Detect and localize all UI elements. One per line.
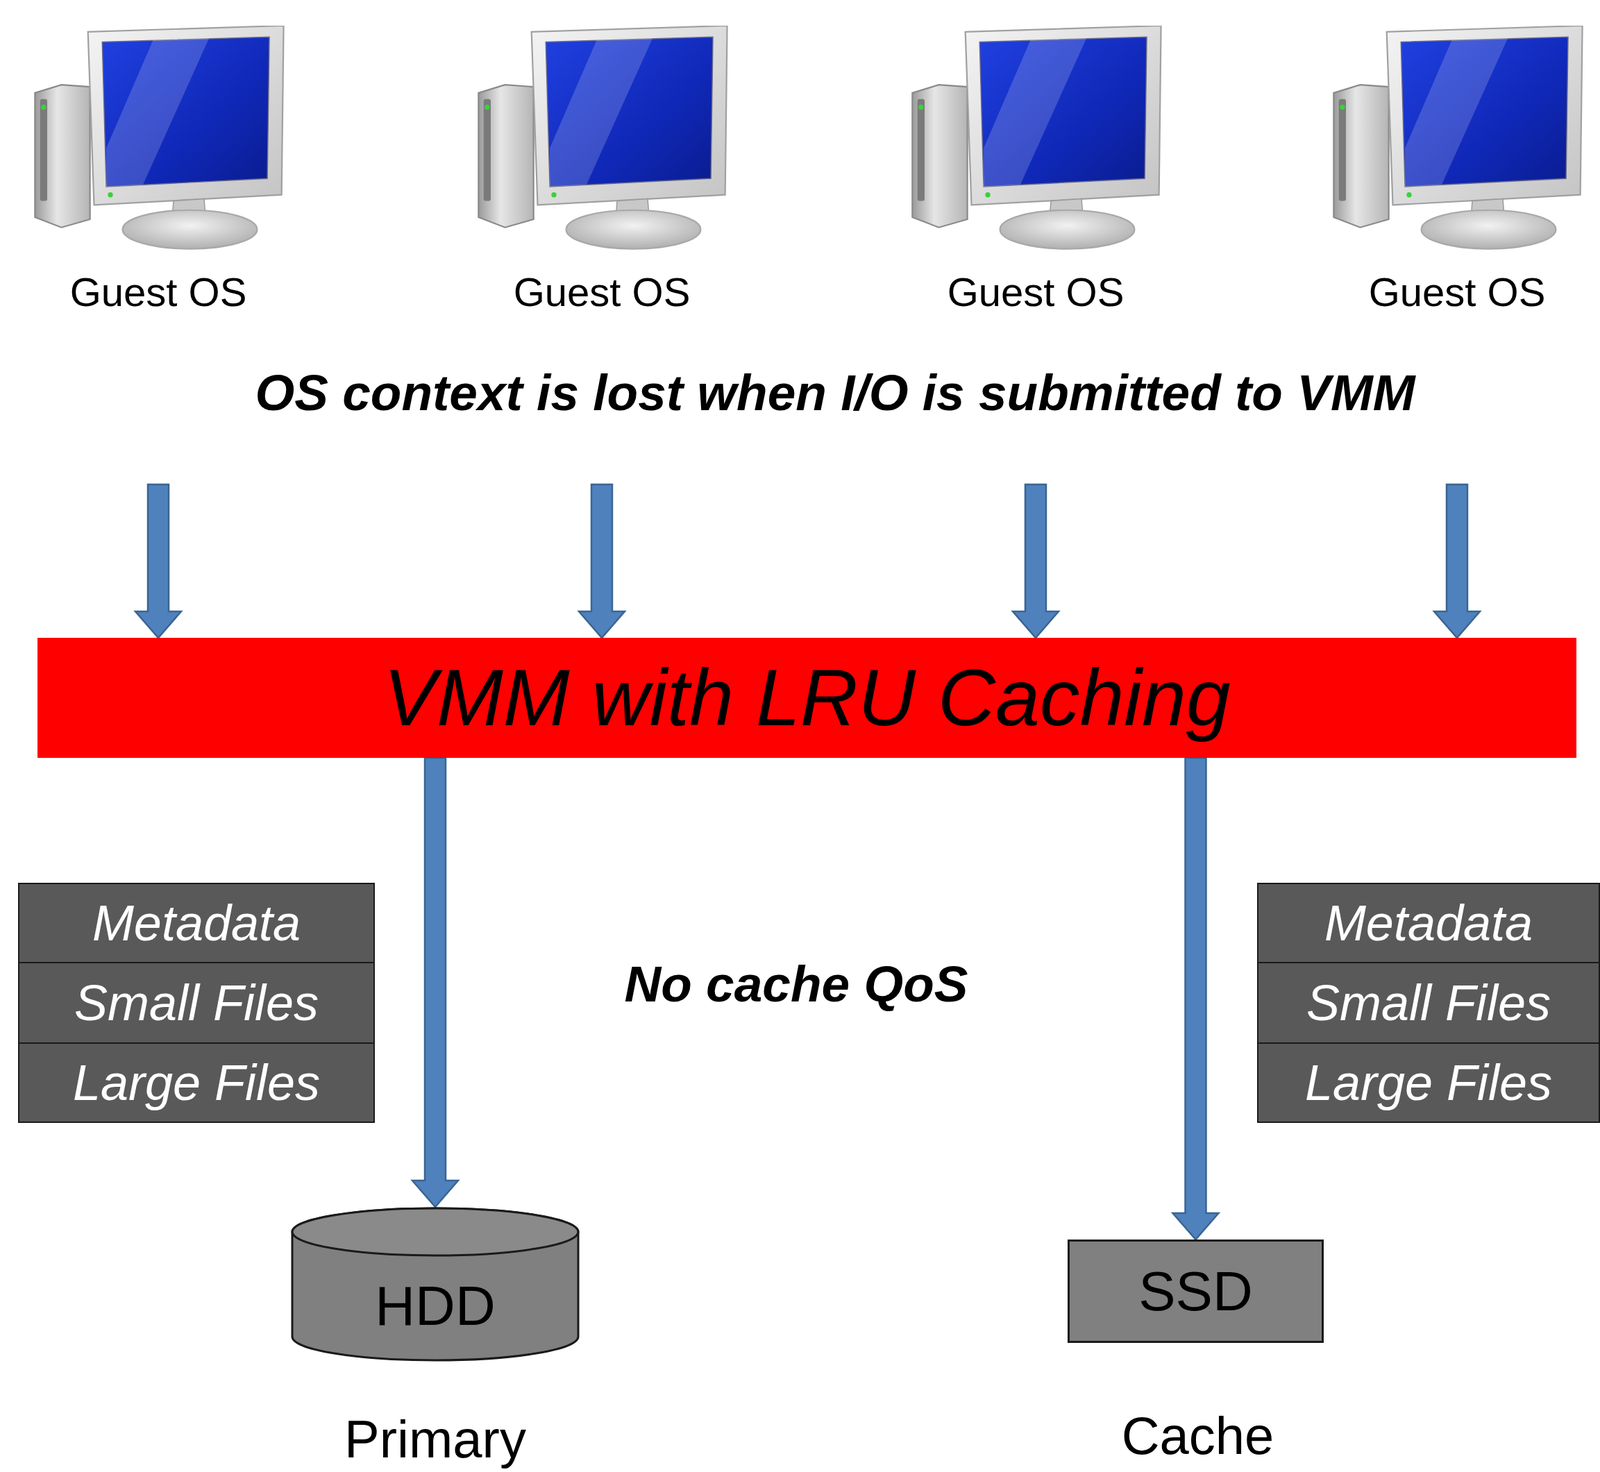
block-arrow bbox=[1173, 758, 1219, 1240]
node-label: Small Files bbox=[74, 978, 319, 1029]
node-label: Guest OS bbox=[896, 272, 1175, 313]
disk-cylinder: HDDPrimary bbox=[290, 1207, 580, 1362]
data-class-cell: Small Files bbox=[1257, 962, 1600, 1044]
node-label: Guest OS bbox=[462, 272, 741, 313]
note-text: OS context is lost when I/O is submitted… bbox=[71, 365, 1599, 421]
computer-icon bbox=[478, 25, 727, 250]
node-label: Large Files bbox=[72, 1057, 320, 1108]
data-class-cell: Metadata bbox=[1257, 882, 1600, 964]
block-arrow bbox=[1434, 484, 1480, 638]
note-text: No cache QoS bbox=[587, 956, 1005, 1013]
node-caption: Cache bbox=[1000, 1409, 1396, 1463]
vmm-band: VMM with LRU Caching bbox=[37, 637, 1577, 759]
node-label: VMM with LRU Caching bbox=[383, 658, 1231, 738]
data-class-cell: Large Files bbox=[18, 1042, 375, 1124]
computer-icon bbox=[1333, 25, 1582, 250]
data-class-cell: Large Files bbox=[1257, 1042, 1600, 1124]
node-label: Metadata bbox=[1324, 898, 1533, 949]
data-class-cell: Metadata bbox=[18, 882, 375, 964]
node-label: Small Files bbox=[1306, 978, 1551, 1029]
node-label: SSD bbox=[1138, 1264, 1253, 1320]
computer-icon bbox=[912, 25, 1161, 250]
node-label: Guest OS bbox=[19, 272, 298, 313]
block-arrow bbox=[1012, 484, 1059, 638]
block-arrow bbox=[135, 484, 182, 638]
node-label: HDD bbox=[290, 1278, 580, 1335]
block-arrow bbox=[412, 758, 459, 1208]
data-class-cell: Small Files bbox=[18, 962, 375, 1044]
node-label: Large Files bbox=[1304, 1057, 1553, 1108]
node-label: Guest OS bbox=[1318, 272, 1596, 313]
node-caption: Primary bbox=[221, 1413, 650, 1467]
node-label: Metadata bbox=[92, 898, 301, 949]
block-arrow bbox=[578, 484, 625, 638]
storage-box: SSDCache bbox=[1067, 1239, 1324, 1344]
computer-icon bbox=[34, 25, 284, 250]
